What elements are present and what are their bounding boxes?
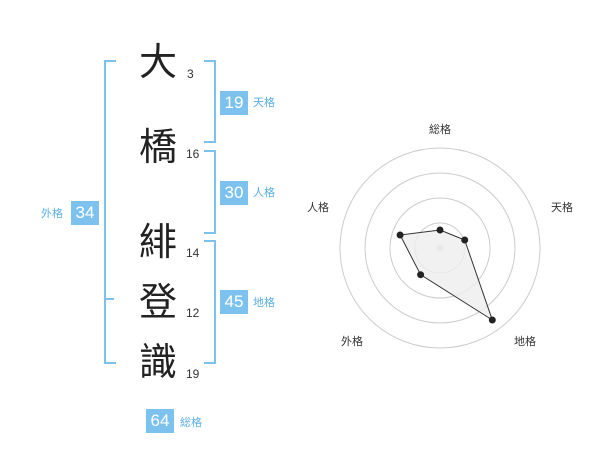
jinkaku-value: 30 <box>220 181 248 205</box>
name-char-1: 大 <box>138 40 177 84</box>
stroke-count-4: 12 <box>186 306 200 320</box>
tenkaku-label: 天格 <box>253 96 275 109</box>
radar-axis-label-2: 天格 <box>551 201 573 214</box>
radar-axis-label-4: 外格 <box>341 335 363 348</box>
tenkaku-bracket <box>204 60 216 143</box>
radar-point-3 <box>488 316 496 324</box>
radar-ring-2 <box>389 197 491 299</box>
stroke-count-1: 3 <box>187 67 194 81</box>
jinkaku-bracket <box>204 150 216 234</box>
radar-ring-3 <box>364 172 516 324</box>
radar-point-5 <box>396 231 404 239</box>
chikaku-label: 地格 <box>253 296 275 309</box>
name-char-3: 緋 <box>138 220 177 264</box>
chikaku-value: 45 <box>220 290 248 314</box>
gaikaku-label: 外格 <box>41 207 63 220</box>
gaikaku-bracket <box>104 60 116 364</box>
radar-point-1 <box>436 226 444 234</box>
radar-point-2 <box>461 236 469 244</box>
name-char-2: 橋 <box>138 125 177 169</box>
radar-ring-4 <box>339 147 541 349</box>
stroke-count-5: 19 <box>186 367 200 381</box>
radar-point-4 <box>417 271 425 279</box>
jinkaku-label: 人格 <box>253 186 275 199</box>
stroke-count-2: 16 <box>186 147 200 161</box>
soukaku-label: 総格 <box>180 416 202 429</box>
gaikaku-value: 34 <box>71 201 99 225</box>
name-char-4: 登 <box>138 280 177 324</box>
name-char-5: 識 <box>138 340 177 384</box>
gaikaku-bracket-split <box>104 298 114 300</box>
radar-axis-label-5: 人格 <box>307 201 329 214</box>
chikaku-bracket <box>204 240 216 364</box>
stroke-count-3: 14 <box>186 246 200 260</box>
radar-axis-label-3: 地格 <box>514 335 536 348</box>
radar-polygon <box>399 229 494 322</box>
radar-axis-label-1: 総格 <box>429 123 451 136</box>
tenkaku-value: 19 <box>220 91 248 115</box>
soukaku-value: 64 <box>146 409 174 433</box>
